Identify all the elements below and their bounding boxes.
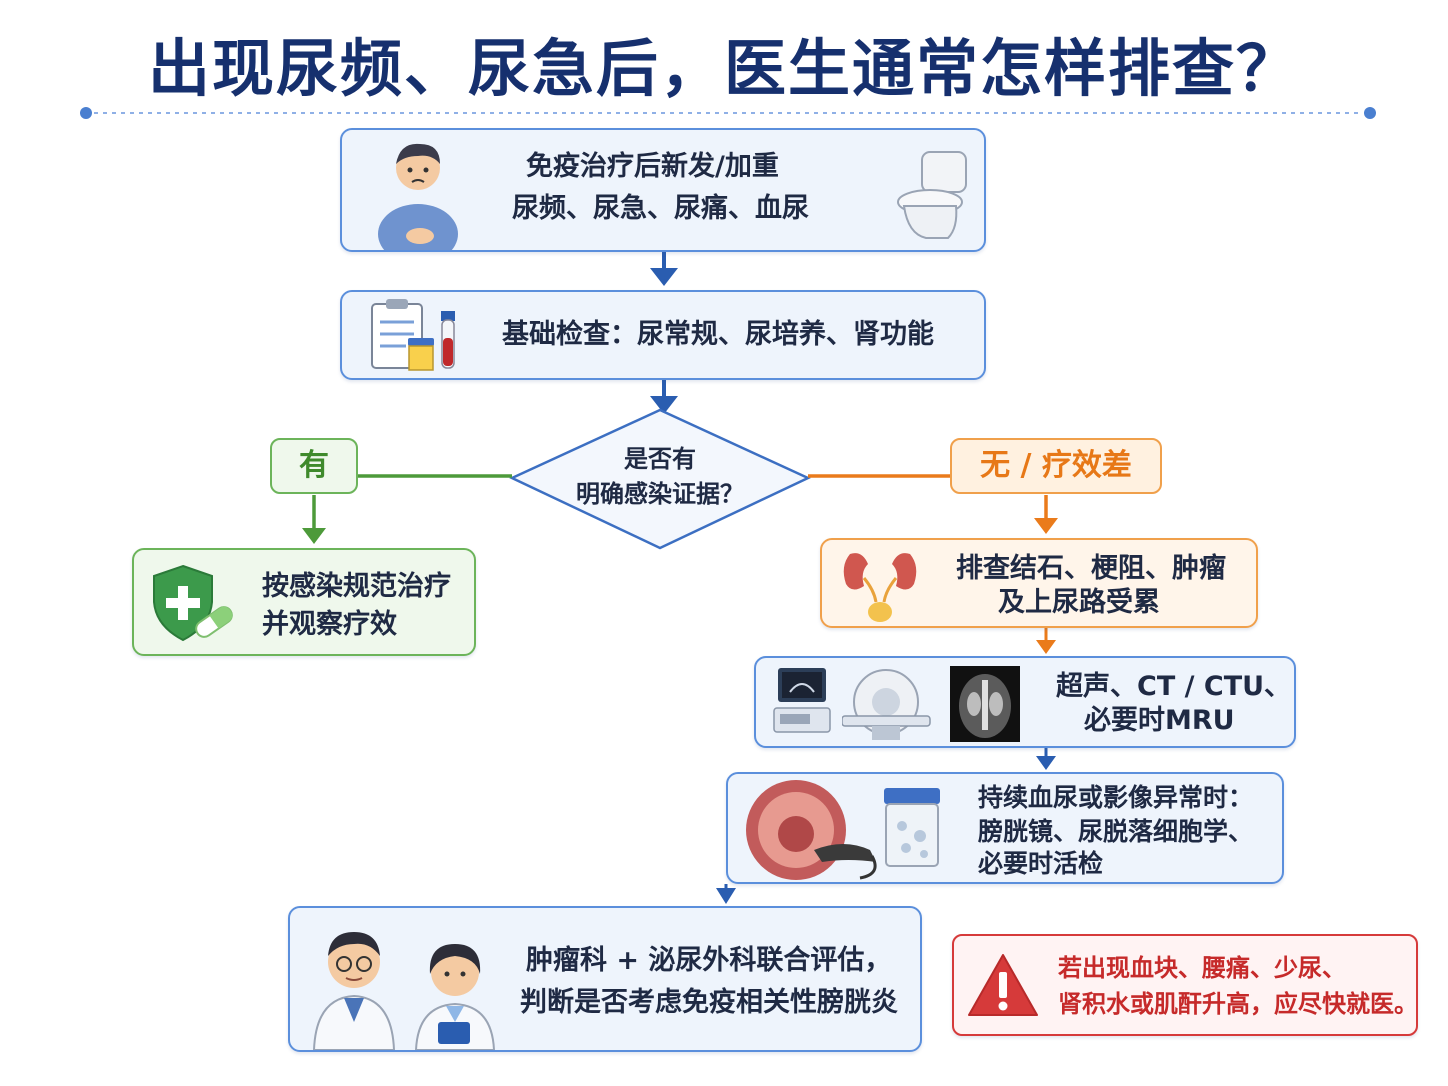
arrowhead-no bbox=[1034, 518, 1058, 534]
cystoscopy-box: 持续血尿或影像异常时： 膀胱镜、尿脱落细胞学、 必要时活检 bbox=[726, 772, 1284, 884]
symptom-box: 免疫治疗后新发/加重 尿频、尿急、尿痛、血尿 bbox=[340, 128, 986, 252]
warning-icon bbox=[968, 954, 1038, 1016]
mdt-line2: 判断是否考虑免疫相关性膀胱炎 bbox=[520, 987, 898, 1018]
cystoscopy-line1: 持续血尿或影像异常时： bbox=[978, 783, 1254, 812]
yes-label: 有 bbox=[270, 438, 358, 494]
cystoscopy-line3: 必要时活检 bbox=[978, 849, 1104, 878]
infection-treatment-box: 按感染规范治疗 并观察疗效 bbox=[132, 548, 476, 656]
imaging-line2: 必要时MRU bbox=[1084, 705, 1235, 736]
decision-line2: 明确感染证据？ bbox=[576, 479, 744, 508]
infection-line1: 按感染规范治疗 bbox=[262, 571, 451, 602]
page-title: 出现尿频、尿急后，医生通常怎样排查？ bbox=[147, 32, 1300, 105]
basic-tests-box: 基础检查：尿常规、尿培养、肾功能 bbox=[340, 290, 986, 380]
imaging-line1: 超声、CT / CTU、 bbox=[1056, 671, 1292, 702]
urine-cup-icon bbox=[408, 338, 434, 371]
ct-scanner-icon bbox=[842, 669, 931, 740]
basic-tests-text: 基础检查：尿常规、尿培养、肾功能 bbox=[502, 319, 934, 350]
imaging-box: 超声、CT / CTU、 必要时MRU bbox=[754, 656, 1296, 748]
pill-icon bbox=[195, 606, 233, 638]
symptom-line2: 尿频、尿急、尿痛、血尿 bbox=[512, 193, 809, 224]
ultrasound-icon bbox=[773, 668, 831, 733]
title-divider bbox=[80, 107, 1376, 119]
rule-out-line2: 及上尿路受累 bbox=[998, 587, 1160, 618]
mdt-box: 肿瘤科 + 泌尿外科联合评估， 判断是否考虑免疫相关性膀胱炎 bbox=[288, 906, 922, 1052]
mdt-line1: 肿瘤科 + 泌尿外科联合评估， bbox=[526, 945, 892, 976]
warning-line2: 肾积水或肌酐升高，应尽快就医。 bbox=[1058, 990, 1418, 1018]
blood-tube-icon bbox=[441, 311, 455, 369]
symptom-line1: 免疫治疗后新发/加重 bbox=[526, 151, 779, 182]
cystoscopy-line2: 膀胱镜、尿脱落细胞学、 bbox=[978, 817, 1254, 846]
rule-out-line1: 排查结石、梗阻、肿瘤 bbox=[956, 553, 1226, 584]
decision-diamond bbox=[509, 408, 811, 550]
cystoscopy-icon bbox=[746, 780, 877, 880]
patient-icon bbox=[378, 143, 458, 250]
arrowhead-1 bbox=[650, 268, 678, 286]
ct-image-icon bbox=[950, 666, 1020, 742]
doctor-icon bbox=[312, 932, 396, 1050]
specimen-jar-icon bbox=[884, 788, 940, 867]
arrowhead-3 bbox=[1036, 640, 1056, 654]
no-label: 无 / 疗效差 bbox=[950, 438, 1162, 494]
arrowhead-5 bbox=[716, 888, 736, 904]
shield-icon bbox=[153, 564, 213, 642]
decision-line1: 是否有 bbox=[624, 445, 696, 473]
toilet-icon bbox=[897, 151, 967, 239]
warning-line1: 若出现血块、腰痛、少尿、 bbox=[1058, 954, 1346, 982]
arrowhead-4 bbox=[1036, 756, 1056, 770]
rule-out-box: 排查结石、梗阻、肿瘤 及上尿路受累 bbox=[820, 538, 1258, 628]
infection-line2: 并观察疗效 bbox=[262, 609, 397, 640]
kidney-icon bbox=[843, 553, 917, 622]
arrowhead-2 bbox=[650, 396, 678, 414]
warning-box: 若出现血块、腰痛、少尿、 肾积水或肌酐升高，应尽快就医。 bbox=[952, 934, 1418, 1036]
nurse-icon bbox=[414, 944, 496, 1050]
decision-text: 是否有 明确感染证据？ bbox=[560, 442, 760, 512]
arrowhead-yes bbox=[302, 528, 326, 544]
